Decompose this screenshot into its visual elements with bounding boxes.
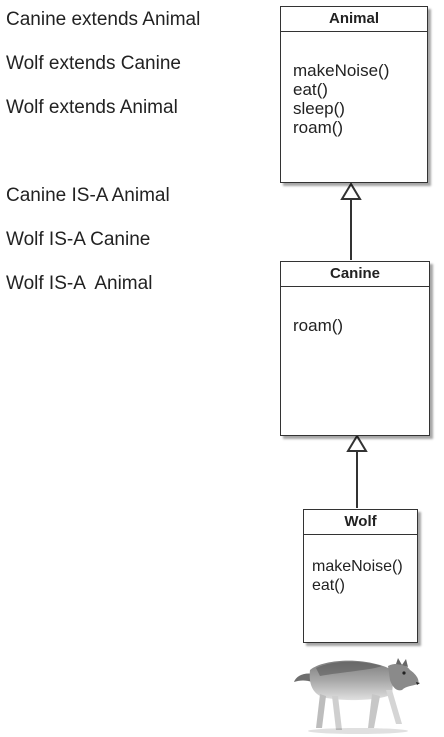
statement-wolf-is-a-animal: Wolf IS-A Animal [6, 273, 153, 294]
class-box-canine: Canine roam() [280, 261, 430, 436]
method-animal-makenoise: makeNoise() [293, 61, 390, 80]
wolf-photo [294, 658, 420, 734]
method-list-wolf: makeNoise() eat() [304, 535, 417, 595]
statement-wolf-extends-animal: Wolf extends Animal [6, 97, 178, 118]
method-list-canine: roam() [281, 287, 429, 335]
method-wolf-makenoise: makeNoise() [312, 558, 403, 575]
method-wolf-eat: eat() [312, 577, 345, 594]
class-box-wolf: Wolf makeNoise() eat() [303, 509, 418, 643]
method-animal-eat: eat() [293, 80, 328, 99]
statement-wolf-extends-canine: Wolf extends Canine [6, 53, 181, 74]
method-canine-roam: roam() [293, 316, 344, 335]
method-animal-roam: roam() [293, 118, 344, 137]
canine-to-animal-arrowhead [340, 182, 362, 200]
statement-canine-is-a-animal: Canine IS-A Animal [6, 185, 170, 206]
class-box-animal: Animal makeNoise() eat() sleep() roam() [280, 6, 428, 183]
statement-wolf-is-a-canine: Wolf IS-A Canine [6, 229, 151, 250]
statement-canine-extends-animal: Canine extends Animal [6, 9, 201, 30]
wolf-to-canine-arrowhead [346, 434, 368, 452]
class-name-wolf: Wolf [304, 510, 417, 535]
method-list-animal: makeNoise() eat() sleep() roam() [281, 32, 427, 137]
class-name-canine: Canine [281, 262, 429, 287]
method-animal-sleep: sleep() [293, 99, 345, 118]
class-name-animal: Animal [281, 7, 427, 32]
